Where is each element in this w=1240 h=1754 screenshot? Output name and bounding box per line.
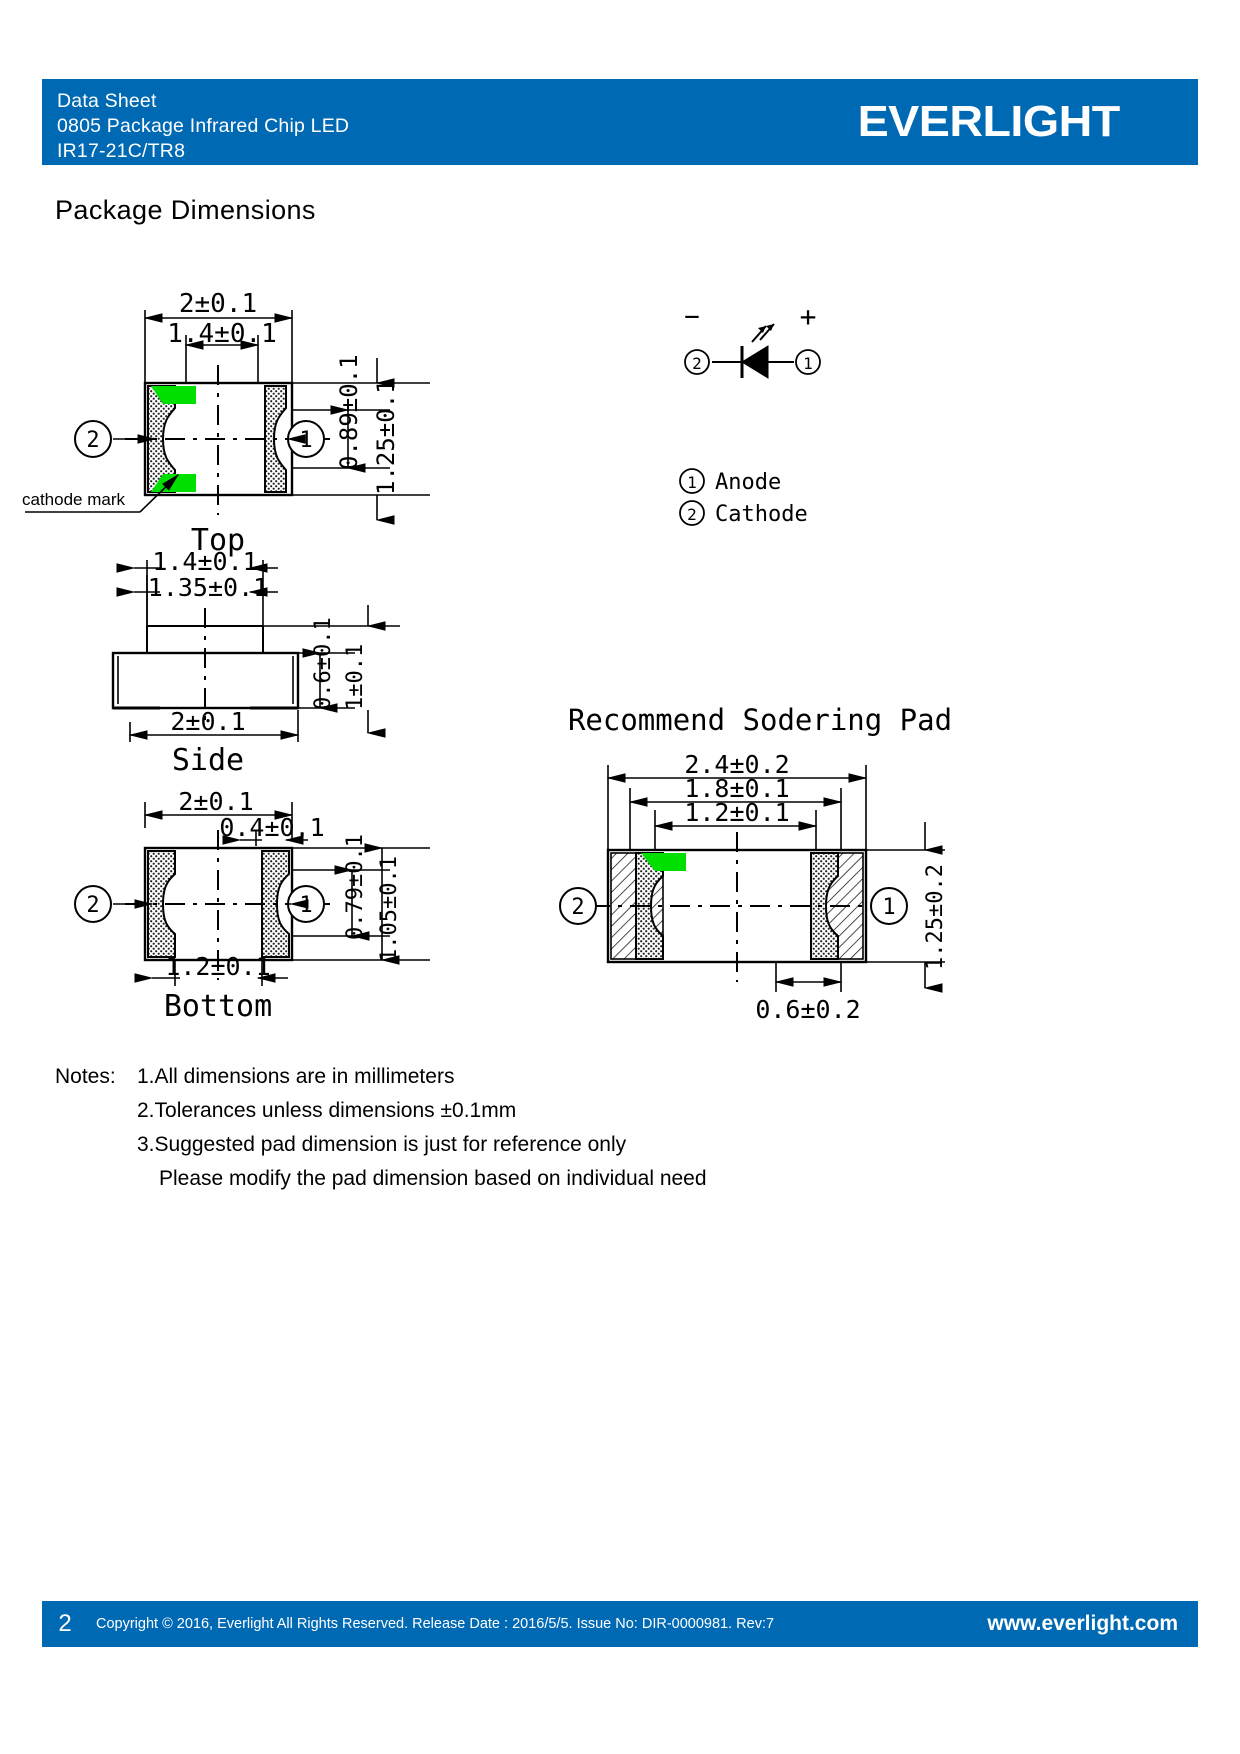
footer-copyright: Copyright © 2016, Everlight All Rights R… — [96, 1616, 775, 1632]
top-view-dim-inner-width: 1.4±0.1 — [167, 319, 277, 349]
bottom-view-dim-inner-height: 0.79±0.1 — [343, 834, 368, 940]
note-item-1: 1.All dimensions are in millimeters — [137, 1065, 455, 1088]
solder-dim-mid-width: 1.8±0.1 — [684, 774, 789, 803]
notes-label: Notes: — [55, 1065, 116, 1088]
header-line-data-sheet: Data Sheet — [57, 89, 157, 112]
side-view-drawing: 1.4±0.1 1.35±0.1 2±0.1 — [111, 547, 400, 778]
side-view-dim-bottom: 2±0.1 — [170, 707, 245, 736]
notes-block: Notes: 1.All dimensions are in millimete… — [55, 1060, 707, 1196]
cathode-mark-label: cathode mark — [22, 490, 125, 509]
header-line-package: 0805 Package Infrared Chip LED — [57, 114, 350, 137]
solder-dim-inner-width: 1.2±0.1 — [684, 798, 789, 827]
footer-website-link[interactable]: www.everlight.com — [987, 1612, 1178, 1635]
top-view-dim-overall-height: 1.25±0.1 — [372, 379, 400, 495]
led-symbol-drawing: − + 2 1 1 Anode 2 — [679, 300, 821, 527]
bottom-view-dim-overall-height: 1.05±0.1 — [377, 856, 402, 962]
legend-cathode-label: Cathode — [715, 502, 808, 527]
solder-dim-overall-height: 1.25±0.2 — [923, 864, 948, 970]
solder-pin-1: 1 — [882, 895, 895, 920]
bottom-view-drawing: 2±0.1 0.4±0.1 2 1 — [74, 787, 430, 1024]
brand-logo-text: EVERLIGHT — [857, 97, 1120, 146]
top-view-drawing: 2 1 2±0.1 1.4±0.1 0.89±0.1 1.25±0.1 — [22, 289, 430, 558]
top-view-pin-2: 2 — [86, 428, 99, 453]
header-title-block: Data Sheet 0805 Package Infrared Chip LE… — [42, 79, 349, 165]
bottom-view-caption: Bottom — [164, 989, 272, 1024]
bottom-view-pin-1: 1 — [299, 893, 312, 918]
bottom-view-pin-2: 2 — [86, 893, 99, 918]
emission-arrows-icon — [751, 323, 775, 343]
top-view-dim-inner-height: 0.89±0.1 — [335, 354, 363, 470]
note-item-2: 2.Tolerances unless dimensions ±0.1mm — [137, 1099, 517, 1122]
brand-logo: EVERLIGHT — [857, 79, 1198, 165]
solder-dim-overall-width: 2.4±0.2 — [684, 750, 789, 779]
bottom-view-dim-overall-width: 2±0.1 — [178, 787, 253, 816]
top-view-caption: Top — [191, 523, 245, 558]
page-header: Data Sheet 0805 Package Infrared Chip LE… — [42, 79, 1198, 165]
legend-cathode-number: 2 — [687, 505, 697, 524]
side-view-dim-inner-height: 0.6±0.1 — [311, 617, 336, 710]
footer-page-number: 2 — [58, 1610, 72, 1637]
page-footer: 2 Copyright © 2016, Everlight All Rights… — [42, 1601, 1198, 1647]
side-view-dim-overall-height: 1±0.1 — [343, 644, 368, 710]
symbol-minus-sign: − — [684, 302, 700, 332]
notes-list: 1.All dimensions are in millimeters 2.To… — [137, 1060, 707, 1196]
note-item-3: 3.Suggested pad dimension is just for re… — [137, 1133, 627, 1156]
symbol-pin-2: 2 — [692, 354, 702, 373]
soldering-pad-drawing: Recommend Sodering Pad 2.4±0.2 1.8±0.1 1… — [559, 703, 952, 1024]
page-title: Package Dimensions — [55, 195, 316, 225]
bottom-view-dim-inner-width: 1.2±0.1 — [165, 952, 270, 981]
header-line-partnumber: IR17-21C/TR8 — [57, 139, 186, 162]
package-dimensions-drawing: 2 1 2±0.1 1.4±0.1 0.89±0.1 1.25±0.1 — [0, 270, 1240, 1030]
symbol-pin-1: 1 — [803, 354, 813, 373]
top-view-pin-1: 1 — [299, 428, 312, 453]
side-view-dim-2: 1.35±0.1 — [148, 573, 268, 602]
side-view-dim-1: 1.4±0.1 — [152, 547, 257, 576]
legend-anode-label: Anode — [715, 470, 781, 495]
soldering-pad-title: Recommend Sodering Pad — [568, 703, 952, 737]
note-item-3-continuation: Please modify the pad dimension based on… — [159, 1167, 707, 1190]
top-view-dim-overall-width: 2±0.1 — [179, 289, 257, 319]
legend-anode-number: 1 — [687, 473, 697, 492]
symbol-plus-sign: + — [800, 300, 817, 333]
solder-pin-2: 2 — [571, 895, 584, 920]
bottom-view-dim-pad-gap: 0.4±0.1 — [219, 813, 324, 842]
side-view-caption: Side — [172, 743, 244, 778]
solder-dim-pad-width: 0.6±0.2 — [755, 995, 860, 1024]
